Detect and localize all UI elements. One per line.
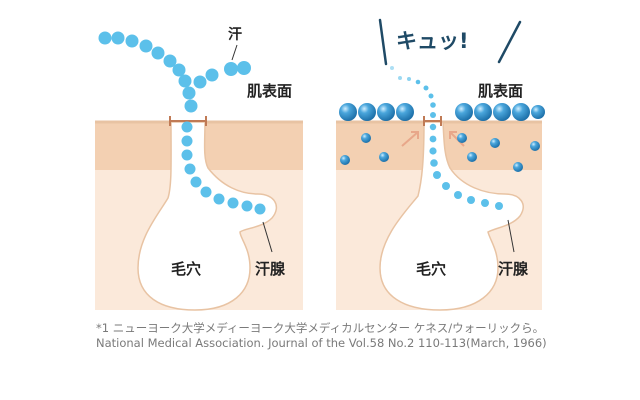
embedded-ball: [379, 152, 389, 162]
sweat-drop: [181, 149, 193, 161]
left-pore-cavity: [137, 121, 278, 311]
sweat-drop: [181, 135, 193, 147]
sweat-drop: [184, 99, 198, 113]
embedded-ball: [361, 133, 371, 143]
left-panel: 汗 肌表面 毛穴 汗腺: [95, 26, 303, 311]
sweat-drop: [182, 86, 196, 100]
embedded-ball: [530, 141, 540, 151]
right-pore-cavity: [379, 121, 524, 311]
sweat-drop: [184, 163, 196, 175]
left-skin-surface-label: 肌表面: [247, 82, 292, 100]
small-sweat-drop: [430, 102, 436, 108]
right-skin-surface-label: 肌表面: [478, 82, 523, 100]
small-sweat-drop: [429, 123, 437, 131]
small-sweat-drop: [415, 79, 421, 85]
sweat-drop: [163, 54, 177, 68]
surface-ball: [493, 103, 511, 121]
small-sweat-drop: [429, 135, 437, 143]
right-sweat-drops: [390, 66, 503, 210]
surface-ball: [455, 103, 473, 121]
embedded-ball: [340, 155, 350, 165]
exclamation-text: キュッ!: [396, 29, 469, 53]
surface-ball: [377, 103, 395, 121]
surface-ball: [512, 103, 530, 121]
left-sweat-drops: [98, 31, 266, 215]
right-sweat-gland-label: 汗腺: [498, 260, 529, 278]
sweat-drop: [227, 197, 239, 209]
surface-ball: [396, 103, 414, 121]
small-sweat-drop: [467, 196, 475, 204]
small-sweat-drop: [433, 171, 441, 179]
left-pore-bracket: [169, 116, 207, 126]
small-sweat-drop: [423, 85, 429, 91]
sweat-diagram: 汗 肌表面 毛穴 汗腺: [95, 18, 545, 311]
small-sweat-drop: [398, 76, 402, 80]
sweat-drop: [193, 75, 207, 89]
sweat-drop: [213, 193, 225, 205]
citation-line-english: National Medical Association. Journal of…: [96, 336, 547, 350]
sweat-drop: [151, 46, 165, 60]
embedded-ball: [457, 133, 467, 143]
sweat-drop: [111, 31, 125, 45]
sweat-drop: [224, 62, 238, 76]
right-pore-label: 毛穴: [416, 260, 446, 278]
sweat-leader-line: [231, 44, 238, 61]
embedded-balls: [340, 133, 540, 172]
surface-ball: [339, 103, 357, 121]
small-sweat-drop: [442, 182, 450, 190]
impact-stroke-left: [378, 18, 388, 66]
sweat-drop: [178, 74, 192, 88]
sweat-drop: [98, 31, 112, 45]
citation-caption: *1 ニューヨーク大学メディーヨーク大学メディカルセンター ケネス/ウォーリック…: [96, 321, 556, 351]
right-gland-leader-line: [507, 219, 515, 253]
sweat-drop: [205, 68, 219, 82]
sweat-drop: [254, 203, 266, 215]
small-sweat-drop: [430, 112, 436, 118]
sweat-drop: [181, 121, 193, 133]
sweat-drop: [125, 34, 139, 48]
tightening-arrows: [401, 131, 465, 147]
right-pore-bracket: [423, 116, 442, 126]
gland-leader-line: [262, 221, 273, 253]
small-sweat-drop: [495, 202, 503, 210]
small-sweat-drop: [429, 147, 437, 155]
surface-ball: [358, 103, 376, 121]
surface-balls: [339, 103, 545, 121]
small-sweat-drop: [481, 199, 489, 207]
left-sweat-gland-label: 汗腺: [255, 260, 286, 278]
embedded-ball: [467, 152, 477, 162]
right-arrow: [449, 131, 465, 147]
surface-ball: [531, 105, 545, 119]
sweat-drop: [237, 61, 251, 75]
embedded-ball: [490, 138, 500, 148]
small-sweat-drop: [454, 191, 462, 199]
sweat-label: 汗: [228, 26, 242, 43]
sweat-drop: [241, 200, 253, 212]
embedded-ball: [513, 162, 523, 172]
sweat-drop: [190, 176, 202, 188]
surface-ball: [474, 103, 492, 121]
left-arrow: [401, 131, 419, 147]
right-panel: キュッ! 肌表面 毛穴 汗腺: [336, 18, 545, 311]
sweat-drop: [139, 39, 153, 53]
small-sweat-drop: [428, 93, 434, 99]
small-sweat-drop: [390, 66, 394, 70]
small-sweat-drop: [430, 159, 438, 167]
citation-line-japanese: *1 ニューヨーク大学メディーヨーク大学メディカルセンター ケネス/ウォーリック…: [96, 321, 545, 335]
sweat-drop: [200, 186, 212, 198]
left-pore-label: 毛穴: [171, 260, 201, 278]
impact-stroke-right: [497, 20, 522, 64]
small-sweat-drop: [407, 77, 411, 81]
sweat-drop: [172, 63, 186, 77]
